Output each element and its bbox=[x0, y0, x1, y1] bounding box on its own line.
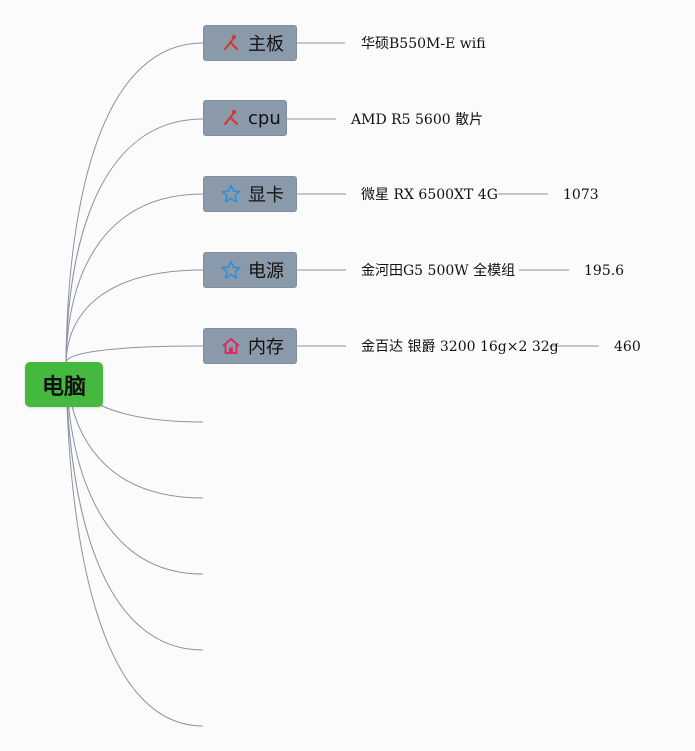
tools-icon bbox=[220, 32, 242, 54]
home-icon bbox=[220, 335, 242, 357]
detail-text-motherboard[interactable]: 华硕B550M-E wifi bbox=[361, 36, 486, 52]
tools-icon bbox=[220, 107, 242, 129]
branch-connector bbox=[65, 345, 204, 363]
branch-node-label: 电源 bbox=[248, 261, 284, 282]
branch-node-label: 主板 bbox=[248, 34, 284, 55]
detail-text-cpu[interactable]: AMD R5 5600 散片 bbox=[351, 112, 484, 128]
branch-connector bbox=[65, 118, 204, 363]
star-icon bbox=[220, 183, 242, 205]
price-text-psu[interactable]: 195.6 bbox=[584, 263, 625, 279]
star-icon bbox=[220, 259, 242, 281]
branch-connector bbox=[65, 361, 204, 727]
branch-node-label: 显卡 bbox=[248, 185, 284, 206]
detail-text-gpu[interactable]: 微星 RX 6500XT 4G bbox=[361, 187, 498, 203]
branch-node-label: cpu bbox=[248, 107, 281, 129]
branch-node-cpu[interactable]: cpu bbox=[203, 100, 287, 136]
branch-node-motherboard[interactable]: 主板 bbox=[203, 25, 297, 61]
branch-node-label: 内存 bbox=[248, 337, 284, 358]
root-node[interactable]: 电脑 bbox=[25, 362, 103, 407]
branch-connector bbox=[65, 193, 204, 363]
branch-node-psu[interactable]: 电源 bbox=[203, 252, 297, 288]
detail-text-psu[interactable]: 金河田G5 500W 全模组 bbox=[361, 263, 516, 279]
branch-node-memory[interactable]: 内存 bbox=[203, 328, 297, 364]
price-text-memory[interactable]: 460 bbox=[614, 339, 641, 355]
price-text-gpu[interactable]: 1073 bbox=[563, 187, 599, 203]
branch-node-gpu[interactable]: 显卡 bbox=[203, 176, 297, 212]
detail-text-memory[interactable]: 金百达 银爵 3200 16g×2 32g bbox=[361, 339, 559, 355]
branch-connector bbox=[65, 361, 204, 651]
branch-connector bbox=[65, 42, 204, 363]
root-node-label: 电脑 bbox=[41, 374, 86, 400]
branch-connector bbox=[65, 269, 204, 363]
